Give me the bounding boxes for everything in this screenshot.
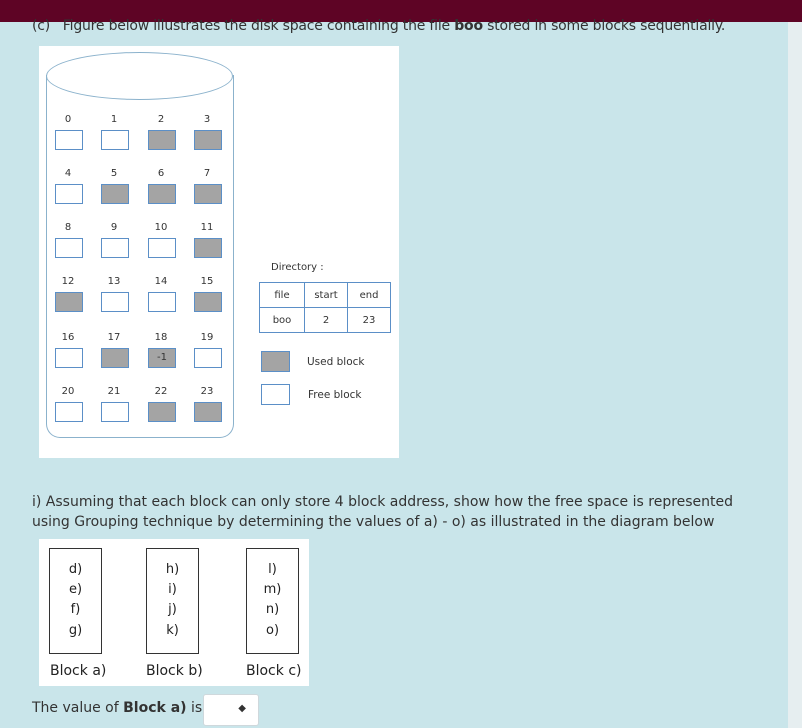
group-c-entry: o) [265, 623, 280, 638]
legend-used-label: Used block [307, 356, 365, 368]
free-block [101, 402, 129, 422]
block-number-label: 21 [107, 386, 121, 397]
grouping-diagram: d) e) f) g) h) i) j) k) l) m) n) o) Bloc… [39, 539, 309, 686]
group-block-b: h) i) j) k) [146, 548, 199, 654]
block-number-label: 6 [157, 168, 165, 179]
group-b-entry: i) [168, 582, 177, 597]
top-header-bar [0, 0, 802, 22]
used-block [194, 292, 222, 312]
free-block [55, 130, 83, 150]
group-a-entry: e) [68, 582, 83, 597]
block-number-label: 13 [107, 276, 121, 287]
directory-table: file start end boo 2 23 [259, 282, 391, 333]
directory-header-row: file start end [259, 282, 391, 308]
used-block [148, 402, 176, 422]
directory-row-boo: boo 2 23 [259, 307, 391, 333]
group-c-entry: n) [265, 602, 280, 617]
block-number-label: 15 [200, 276, 214, 287]
directory-label: Directory : [271, 262, 324, 273]
intro-file-name: boo [454, 18, 483, 34]
free-block [194, 348, 222, 368]
block-number-label: 16 [61, 332, 75, 343]
used-block [101, 184, 129, 204]
right-scroll-strip [788, 22, 802, 728]
group-b-entry: h) [165, 562, 180, 577]
free-block [148, 238, 176, 258]
group-caption-c: Block c) [246, 663, 302, 679]
free-block [55, 184, 83, 204]
block-number-label: 22 [154, 386, 168, 397]
block-number-label: 19 [200, 332, 214, 343]
used-block [148, 130, 176, 150]
directory-cell-end: 23 [347, 307, 391, 333]
intro-text-after: stored in some blocks sequentially. [482, 18, 726, 34]
answer-prompt: The value of Block a) is = [32, 700, 218, 716]
used-block [148, 184, 176, 204]
answer-bold-label: Block a) [123, 700, 187, 716]
disk-cylinder-top [46, 52, 233, 100]
group-a-entry: f) [70, 602, 81, 617]
group-a-entry: g) [68, 623, 83, 638]
block-number-label: 23 [200, 386, 214, 397]
group-b-entry: k) [166, 623, 179, 638]
block-number-label: 7 [203, 168, 211, 179]
used-block [101, 348, 129, 368]
used-block [194, 130, 222, 150]
directory-header-end: end [347, 282, 391, 308]
block-number-label: 3 [203, 114, 211, 125]
intro-text-before: Figure below illustrates the disk space … [62, 18, 455, 34]
block-number-label: 4 [64, 168, 72, 179]
answer-select[interactable]: ◆ [203, 694, 259, 726]
used-block [55, 292, 83, 312]
group-c-entry: l) [268, 562, 277, 577]
directory-cell-file: boo [259, 307, 305, 333]
block-number-label: 14 [154, 276, 168, 287]
free-block [101, 130, 129, 150]
free-block [148, 292, 176, 312]
answer-prefix: The value of [32, 700, 124, 716]
free-block [101, 238, 129, 258]
directory-cell-start: 2 [304, 307, 348, 333]
free-block [55, 402, 83, 422]
free-block [101, 292, 129, 312]
block-number-label: 5 [110, 168, 118, 179]
block-number-label: 2 [157, 114, 165, 125]
block-number-label: 0 [64, 114, 72, 125]
used-block [194, 238, 222, 258]
used-block [194, 402, 222, 422]
group-caption-a: Block a) [50, 663, 107, 679]
question-intro: (c) Figure below illustrates the disk sp… [32, 18, 792, 34]
up-down-arrows-icon: ◆ [238, 703, 246, 714]
block-number-label: 20 [61, 386, 75, 397]
block-number-label: 12 [61, 276, 75, 287]
block-number-label: 9 [110, 222, 118, 233]
used-block: -1 [148, 348, 176, 368]
legend-free-swatch [261, 384, 290, 405]
block-number-label: 1 [110, 114, 118, 125]
question-part-i: i) Assuming that each block can only sto… [32, 494, 734, 530]
block-number-label: 17 [107, 332, 121, 343]
free-block [55, 238, 83, 258]
block-number-label: 11 [200, 222, 214, 233]
group-block-c: l) m) n) o) [246, 548, 299, 654]
legend-free-label: Free block [308, 389, 362, 401]
group-a-entry: d) [68, 562, 83, 577]
directory-header-start: start [304, 282, 348, 308]
group-b-entry: j) [168, 602, 177, 617]
block-number-label: 8 [64, 222, 72, 233]
legend-used-swatch [261, 351, 290, 372]
used-block [194, 184, 222, 204]
intro-label: (c) [32, 18, 51, 34]
block-number-label: 10 [154, 222, 168, 233]
group-c-entry: m) [263, 582, 282, 597]
block-number-label: 18 [154, 332, 168, 343]
directory-header-file: file [259, 282, 305, 308]
free-block [55, 348, 83, 368]
group-caption-b: Block b) [146, 663, 203, 679]
group-block-a: d) e) f) g) [49, 548, 102, 654]
